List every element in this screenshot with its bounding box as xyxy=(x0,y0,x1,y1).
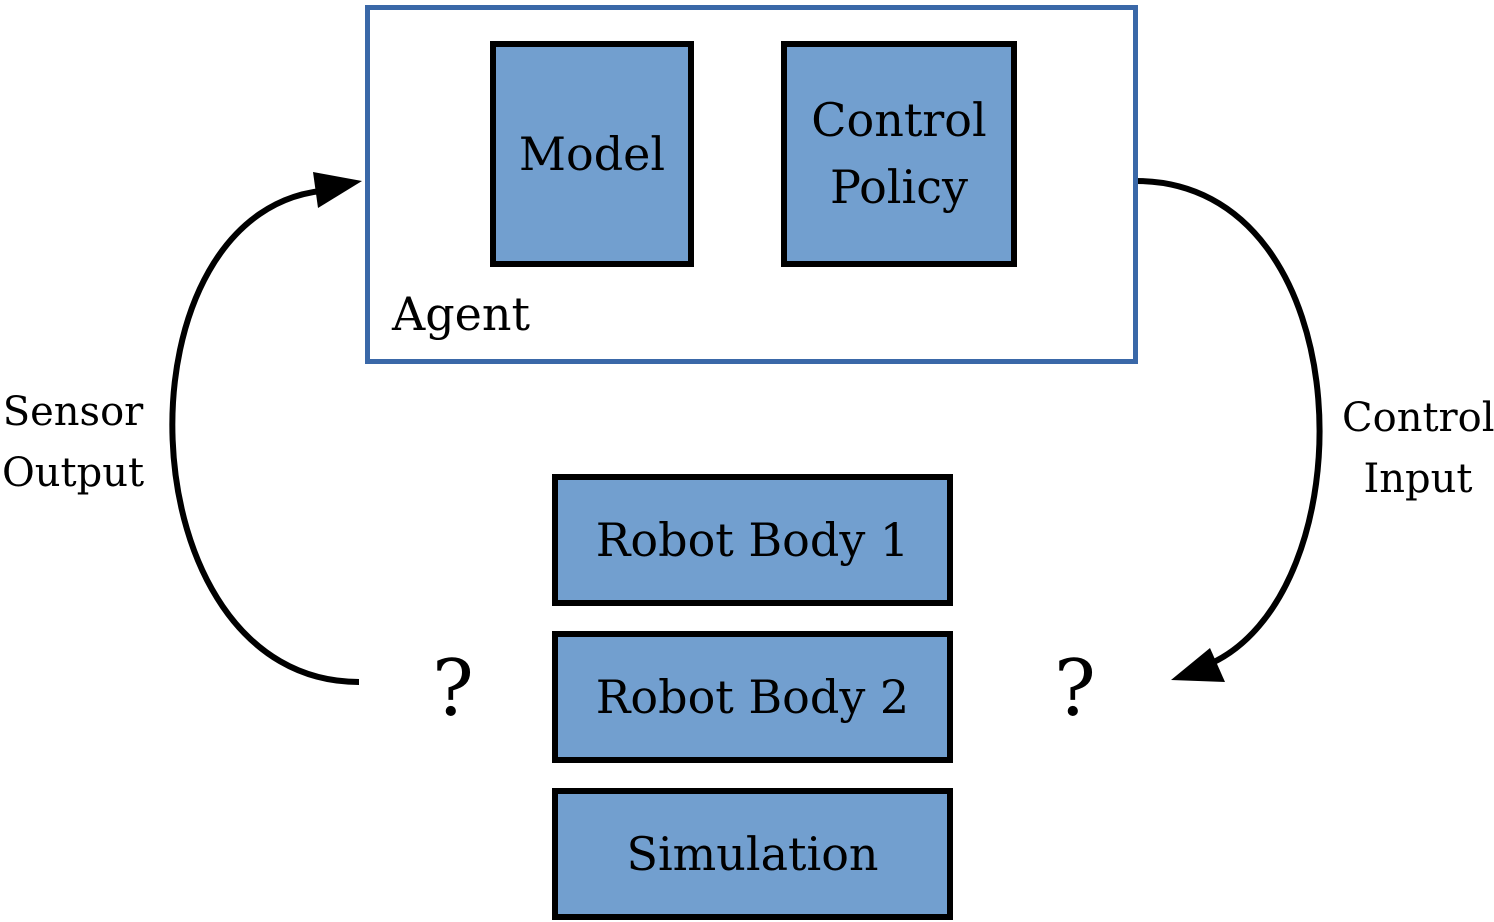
robot-body-2-label: Robot Body 2 xyxy=(595,669,910,724)
right-unknown-mark: ? xyxy=(1054,644,1096,734)
sensor-output-arrow xyxy=(169,187,360,685)
control-input-label: Control Input xyxy=(1342,395,1494,502)
robot-body-2-block: Robot Body 2 xyxy=(552,631,953,763)
control-input-arrow xyxy=(1135,178,1323,669)
robot-body-1-label: Robot Body 1 xyxy=(595,512,910,567)
left-unknown-mark: ? xyxy=(432,644,474,734)
control-input-arrowhead xyxy=(1171,648,1225,682)
sensor-output-label: Sensor Output xyxy=(1,389,145,496)
control-policy-label: Control Policy xyxy=(811,93,987,214)
simulation-block: Simulation xyxy=(552,788,953,920)
model-block: Model xyxy=(490,41,694,267)
robot-body-1-block: Robot Body 1 xyxy=(552,474,953,606)
simulation-label: Simulation xyxy=(626,826,879,881)
control-policy-block: Control Policy xyxy=(781,41,1017,267)
sensor-output-arrowhead xyxy=(313,172,362,208)
model-label: Model xyxy=(518,126,666,181)
agent-label: Agent xyxy=(392,287,530,341)
